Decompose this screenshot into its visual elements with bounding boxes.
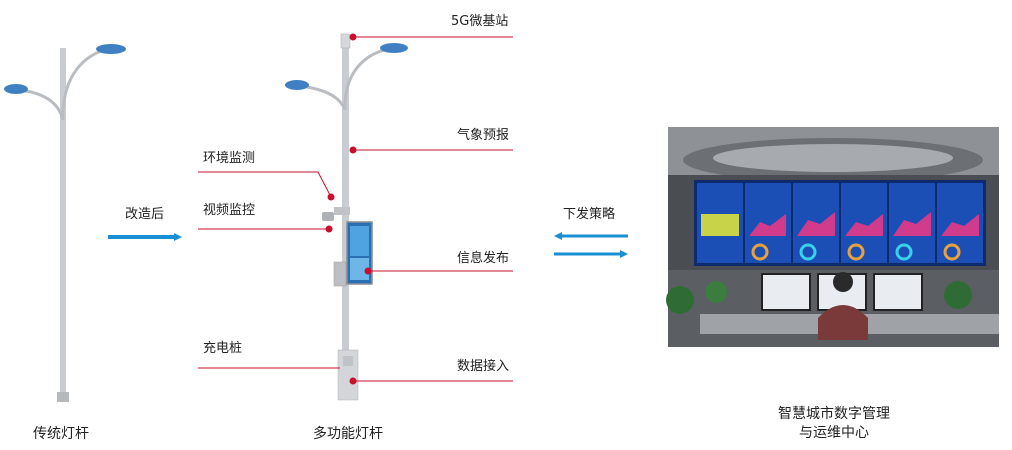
callout-dots	[325, 33, 372, 385]
callout-env-monitor: 环境监测	[203, 151, 256, 166]
callout-charging: 充电桩	[203, 341, 243, 356]
strategy-arrows	[554, 232, 628, 258]
callout-data-access: 数据接入	[457, 359, 510, 374]
retrofit-label: 改造后	[125, 207, 165, 222]
lamp-head-icon	[380, 43, 408, 53]
control-center-photo	[666, 127, 999, 347]
strategy-label: 下发策略	[563, 207, 616, 222]
callout-info: 信息发布	[457, 251, 510, 266]
smart-pole-caption: 多功能灯杆	[313, 426, 383, 442]
retrofit-arrow	[108, 233, 182, 241]
center-caption-line2: 与运维中心	[799, 425, 869, 441]
traditional-pole-caption: 传统灯杆	[33, 426, 89, 442]
center-caption-line1: 智慧城市数字管理	[778, 406, 890, 422]
callout-weather: 气象预报	[457, 128, 510, 143]
lamp-head-icon	[96, 44, 126, 54]
callout-base-station: 5G微基站	[451, 14, 509, 29]
callout-video: 视频监控	[203, 203, 256, 218]
traditional-pole-illustration	[4, 44, 126, 402]
lamp-head-icon	[4, 84, 28, 94]
smart-pole-illustration	[285, 33, 408, 401]
callout-lines	[198, 36, 513, 382]
lamp-head-icon	[285, 80, 309, 90]
